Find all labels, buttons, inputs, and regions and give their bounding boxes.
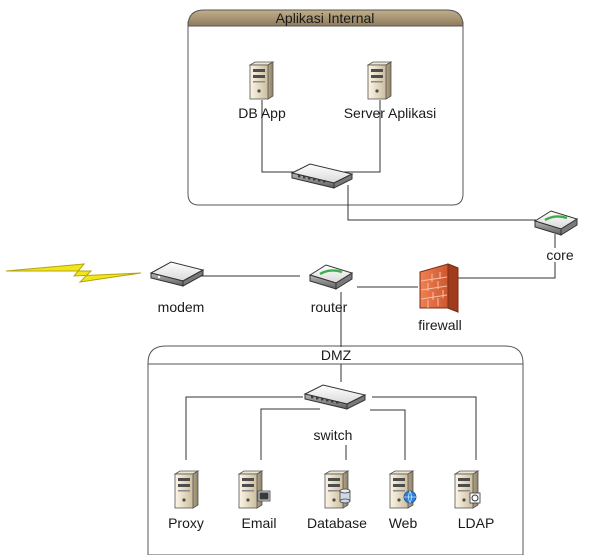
node-internet <box>5 263 142 283</box>
node-label: switch <box>314 427 353 443</box>
server-icon <box>367 61 392 100</box>
node-label: Database <box>307 515 367 531</box>
modem-icon <box>150 261 204 287</box>
globe-icon <box>403 490 417 504</box>
ldap-overlay <box>469 492 481 504</box>
web-server-icon <box>389 470 417 509</box>
database-cylinder <box>339 488 351 504</box>
node-label: core <box>546 247 573 263</box>
node-router[interactable]: router <box>308 263 354 315</box>
node-core[interactable]: core <box>533 209 579 263</box>
link-switch-core <box>347 185 536 221</box>
node-server-aplikasi[interactable]: Server Aplikasi <box>344 61 437 121</box>
link-switch-ldap <box>372 396 477 460</box>
node-web[interactable]: Web <box>389 470 418 531</box>
node-label: LDAP <box>458 515 495 531</box>
link-core-firewall <box>455 262 556 279</box>
node-label: firewall <box>418 317 462 333</box>
node-db-app[interactable]: DB App <box>238 61 286 121</box>
ldap-server-icon <box>454 470 481 509</box>
node-database[interactable]: Database <box>307 470 367 531</box>
server-icon <box>174 470 199 509</box>
database-server-icon <box>324 470 351 509</box>
node-label: router <box>311 299 348 315</box>
node-modem[interactable]: modem <box>150 261 205 315</box>
node-label: Server Aplikasi <box>344 105 437 121</box>
zone-internal-header <box>187 9 464 27</box>
router-icon <box>308 263 354 291</box>
node-proxy[interactable]: Proxy <box>168 470 204 531</box>
link-switch-email <box>260 408 320 460</box>
node-label: Web <box>389 515 418 531</box>
node-label: Email <box>241 515 276 531</box>
node-label: DB App <box>238 105 286 121</box>
link-switch-proxy <box>185 396 303 460</box>
node-email[interactable]: Email <box>238 470 277 531</box>
node-ldap[interactable]: LDAP <box>454 470 495 531</box>
node-dmz-switch[interactable]: switch <box>304 384 366 443</box>
link-serverapp-switch <box>344 100 381 173</box>
server-icon <box>249 61 274 100</box>
zone-internal-title: Aplikasi Internal <box>276 10 375 26</box>
core-router-icon <box>533 209 579 237</box>
lightning-icon <box>5 263 142 283</box>
node-label: Proxy <box>168 515 204 531</box>
link-switch-web <box>370 409 406 460</box>
node-firewall[interactable]: firewall <box>418 263 462 333</box>
node-label: modem <box>158 299 205 315</box>
zone-dmz-title: DMZ <box>321 347 352 363</box>
link-dbapp-switch <box>261 100 300 173</box>
firewall-icon <box>419 263 459 313</box>
